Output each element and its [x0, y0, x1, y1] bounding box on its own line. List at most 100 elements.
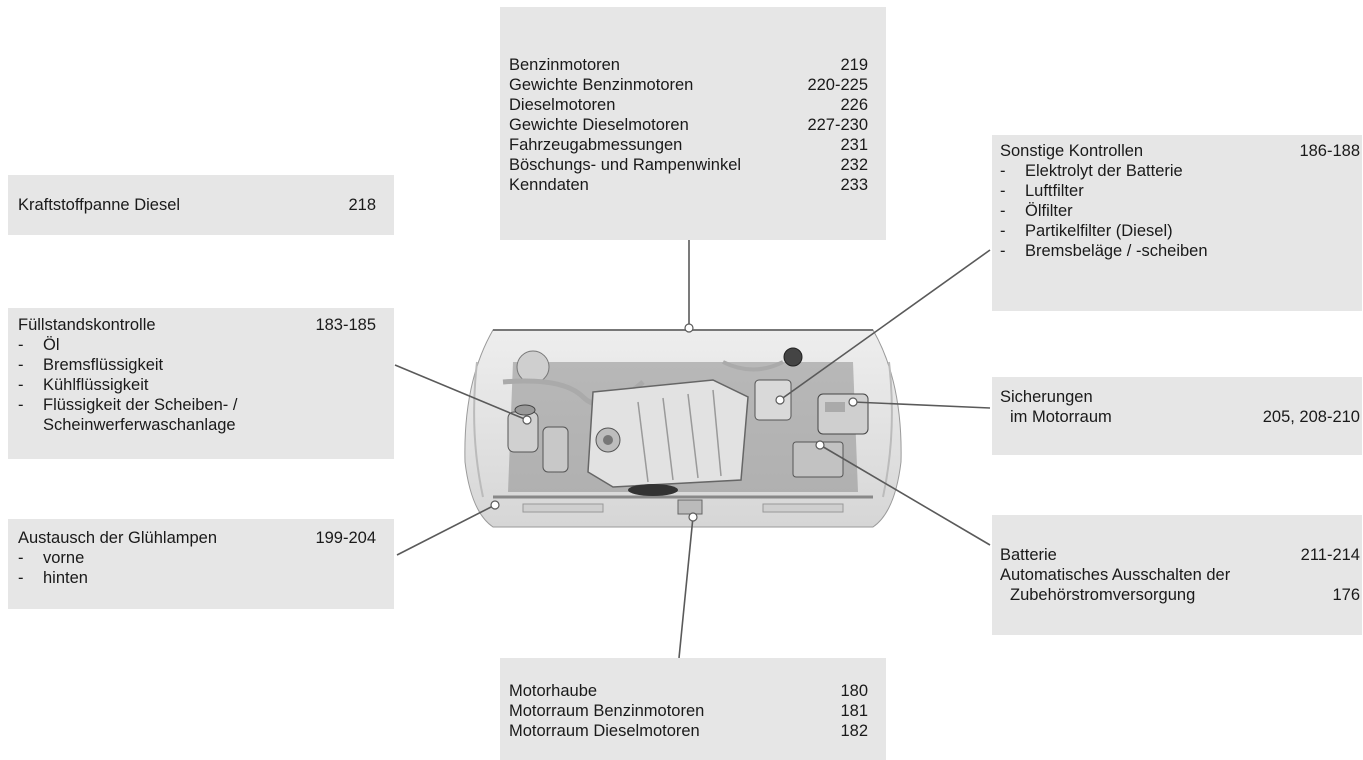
dash: - — [1000, 162, 1006, 180]
item-label: Elektrolyt der Batterie — [1025, 162, 1183, 180]
dash: - — [18, 569, 24, 587]
dash: - — [1000, 222, 1006, 240]
item-label: Bremsbeläge / -scheiben — [1025, 242, 1208, 260]
list-item[interactable]: Gewichte Benzinmotoren 220-225 — [509, 75, 868, 95]
item-label: Motorhaube — [509, 682, 598, 700]
item-label: Gewichte Dieselmotoren — [509, 116, 689, 134]
list-item-title: Sicherungen — [1000, 387, 1360, 407]
page-number: 181 — [840, 702, 868, 720]
list-item[interactable]: - Luftfilter — [1000, 181, 1360, 201]
list-item[interactable]: Sonstige Kontrollen 186-188 — [1000, 141, 1360, 161]
item-label: Kraftstoffpanne Diesel — [18, 196, 181, 214]
dash: - — [18, 549, 24, 567]
list-item[interactable]: Motorhaube 180 — [509, 681, 868, 701]
item-label: Böschungs- und Rampenwinkel — [509, 156, 742, 174]
page-number: 186-188 — [1299, 142, 1360, 160]
page-number: 233 — [840, 176, 868, 194]
page-number: 199-204 — [315, 529, 376, 547]
list-item[interactable]: Austausch der Glühlampen 199-204 — [18, 528, 376, 548]
page-number: 232 — [840, 156, 868, 174]
item-label: hinten — [43, 569, 88, 587]
list-item-continuation: Scheinwerferwaschanlage — [18, 415, 376, 435]
list-item[interactable]: Motorraum Benzinmotoren 181 — [509, 701, 868, 721]
page-number: 205, 208-210 — [1262, 408, 1360, 426]
item-label: Sicherungen — [1000, 388, 1093, 406]
page-number: 211-214 — [1300, 546, 1360, 564]
item-label: Dieselmotoren — [509, 96, 616, 114]
item-label: Sonstige Kontrollen — [1000, 142, 1144, 160]
item-label: Kühlflüssigkeit — [43, 376, 149, 394]
list-item[interactable]: Füllstandskontrolle 183-185 — [18, 315, 376, 335]
list-item[interactable]: Gewichte Dieselmotoren 227-230 — [509, 115, 868, 135]
list-item[interactable]: Zubehörstromversorgung 176 — [1000, 585, 1360, 605]
list-item[interactable]: - vorne — [18, 548, 376, 568]
box-other-checks: Sonstige Kontrollen 186-188 - Elektrolyt d… — [992, 135, 1362, 311]
page-number: 220-225 — [807, 76, 868, 94]
box-fuses: Sicherungen im Motorraum 205, 208-210 — [992, 377, 1362, 455]
list-item[interactable]: Kraftstoffpanne Diesel 218 — [18, 195, 376, 215]
item-label: Motorraum Dieselmotoren — [509, 722, 700, 740]
list-item[interactable]: - Bremsbeläge / -scheiben — [1000, 241, 1360, 261]
page-number: 218 — [348, 196, 376, 214]
dash: - — [1000, 242, 1006, 260]
item-label: Öl — [43, 336, 60, 354]
item-label: Bremsflüssigkeit — [43, 356, 164, 374]
page-number: 176 — [1332, 586, 1360, 604]
item-label: Fahrzeugabmessungen — [509, 136, 683, 154]
list-item[interactable]: im Motorraum 205, 208-210 — [1000, 407, 1360, 427]
list-item[interactable]: - Öl — [18, 335, 376, 355]
item-label: Austausch der Glühlampen — [18, 529, 218, 547]
dash: - — [18, 336, 24, 354]
page-number: 231 — [840, 136, 868, 154]
dash: - — [18, 396, 24, 414]
box-bonnet: Motorhaube 180 Motorraum Benzinmotoren 181… — [500, 658, 886, 760]
item-label: im Motorraum — [1010, 408, 1112, 426]
list-item[interactable]: Batterie 211-214 — [1000, 545, 1360, 565]
item-label: Kenndaten — [509, 176, 589, 194]
item-label: Motorraum Benzinmotoren — [509, 702, 705, 720]
list-item[interactable]: Benzinmotoren 219 — [509, 55, 868, 75]
list-item-title: Automatisches Ausschalten der — [1000, 565, 1360, 585]
list-item[interactable]: - Flüssigkeit der Scheiben- / — [18, 395, 376, 415]
box-bulb-replacement: Austausch der Glühlampen 199-204 - vorne -… — [8, 519, 394, 609]
item-label: Automatisches Ausschalten der — [1000, 566, 1231, 584]
page-number: 226 — [840, 96, 868, 114]
item-label: Zubehörstromversorgung — [1010, 586, 1196, 604]
list-item[interactable]: Dieselmotoren 226 — [509, 95, 868, 115]
list-item[interactable]: - Bremsflüssigkeit — [18, 355, 376, 375]
item-label: vorne — [43, 549, 85, 567]
item-label: Batterie — [1000, 546, 1057, 564]
item-label: Luftfilter — [1025, 182, 1084, 200]
box-fluid-levels: Füllstandskontrolle 183-185 - Öl - Bremsflü… — [8, 308, 394, 459]
page-number: 227-230 — [807, 116, 868, 134]
item-label: Gewichte Benzinmotoren — [509, 76, 694, 94]
list-item[interactable]: Motorraum Dieselmotoren 182 — [509, 721, 868, 741]
box-fuel-failure: Kraftstoffpanne Diesel 218 — [8, 175, 394, 235]
list-item[interactable]: Fahrzeugabmessungen 231 — [509, 135, 868, 155]
list-item[interactable]: - Ölfilter — [1000, 201, 1360, 221]
item-label: Flüssigkeit der Scheiben- / — [43, 396, 238, 414]
list-item[interactable]: - Partikelfilter (Diesel) — [1000, 221, 1360, 241]
page-number: 183-185 — [315, 316, 376, 334]
dash: - — [1000, 202, 1006, 220]
list-item[interactable]: - hinten — [18, 568, 376, 588]
box-technical-data: Benzinmotoren 219 Gewichte Benzinmotoren 2… — [500, 7, 886, 240]
page-number: 219 — [840, 56, 868, 74]
item-label: Füllstandskontrolle — [18, 316, 156, 334]
list-item[interactable]: - Elektrolyt der Batterie — [1000, 161, 1360, 181]
box-battery: Batterie 211-214 Automatisches Ausschalte… — [992, 515, 1362, 635]
item-label: Benzinmotoren — [509, 56, 620, 74]
dash: - — [18, 376, 24, 394]
dash: - — [1000, 182, 1006, 200]
list-item[interactable]: - Kühlflüssigkeit — [18, 375, 376, 395]
item-label: Scheinwerferwaschanlage — [43, 416, 236, 434]
list-item[interactable]: Kenndaten 233 — [509, 175, 868, 195]
list-item[interactable]: Böschungs- und Rampenwinkel 232 — [509, 155, 868, 175]
item-label: Partikelfilter (Diesel) — [1025, 222, 1173, 240]
page-number: 180 — [840, 682, 868, 700]
dash: - — [18, 356, 24, 374]
item-label: Ölfilter — [1025, 202, 1073, 220]
engine-compartment-illustration — [464, 329, 902, 528]
page-number: 182 — [840, 722, 868, 740]
